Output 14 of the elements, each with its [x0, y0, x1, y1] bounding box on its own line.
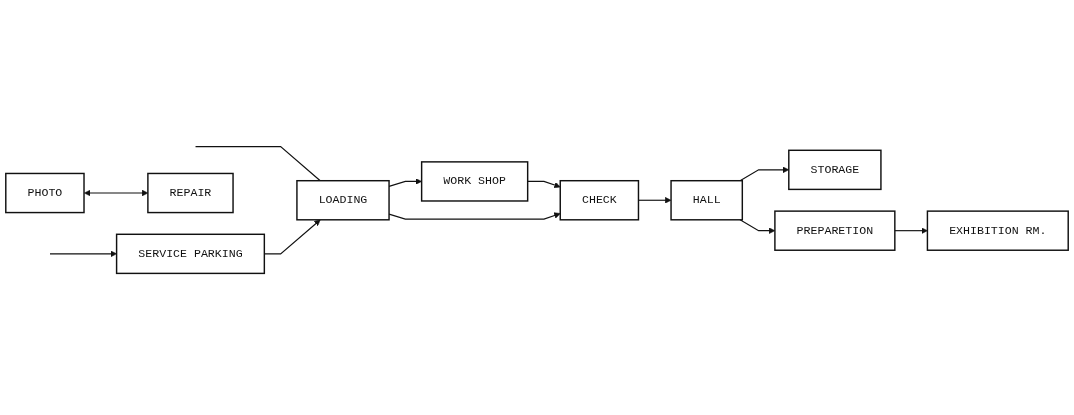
process-box: HALL: [670, 180, 744, 221]
process-box: STORAGE: [788, 149, 882, 191]
process-box: REPAIR: [147, 172, 234, 214]
arrow: [49, 250, 117, 258]
arrow: [527, 180, 561, 189]
process-box: SERVICE PARKING: [115, 233, 266, 275]
process-box: CHECK: [559, 180, 640, 221]
process-box: WORK SHOP: [420, 161, 529, 202]
process-box: LOADING: [296, 180, 390, 221]
process-box: EXHIBITION RM.: [926, 210, 1069, 251]
arrow: [894, 227, 928, 234]
process-box: PHOTO: [5, 172, 85, 214]
connector-line: [194, 146, 321, 182]
process-box: PREPARETION: [774, 210, 896, 251]
